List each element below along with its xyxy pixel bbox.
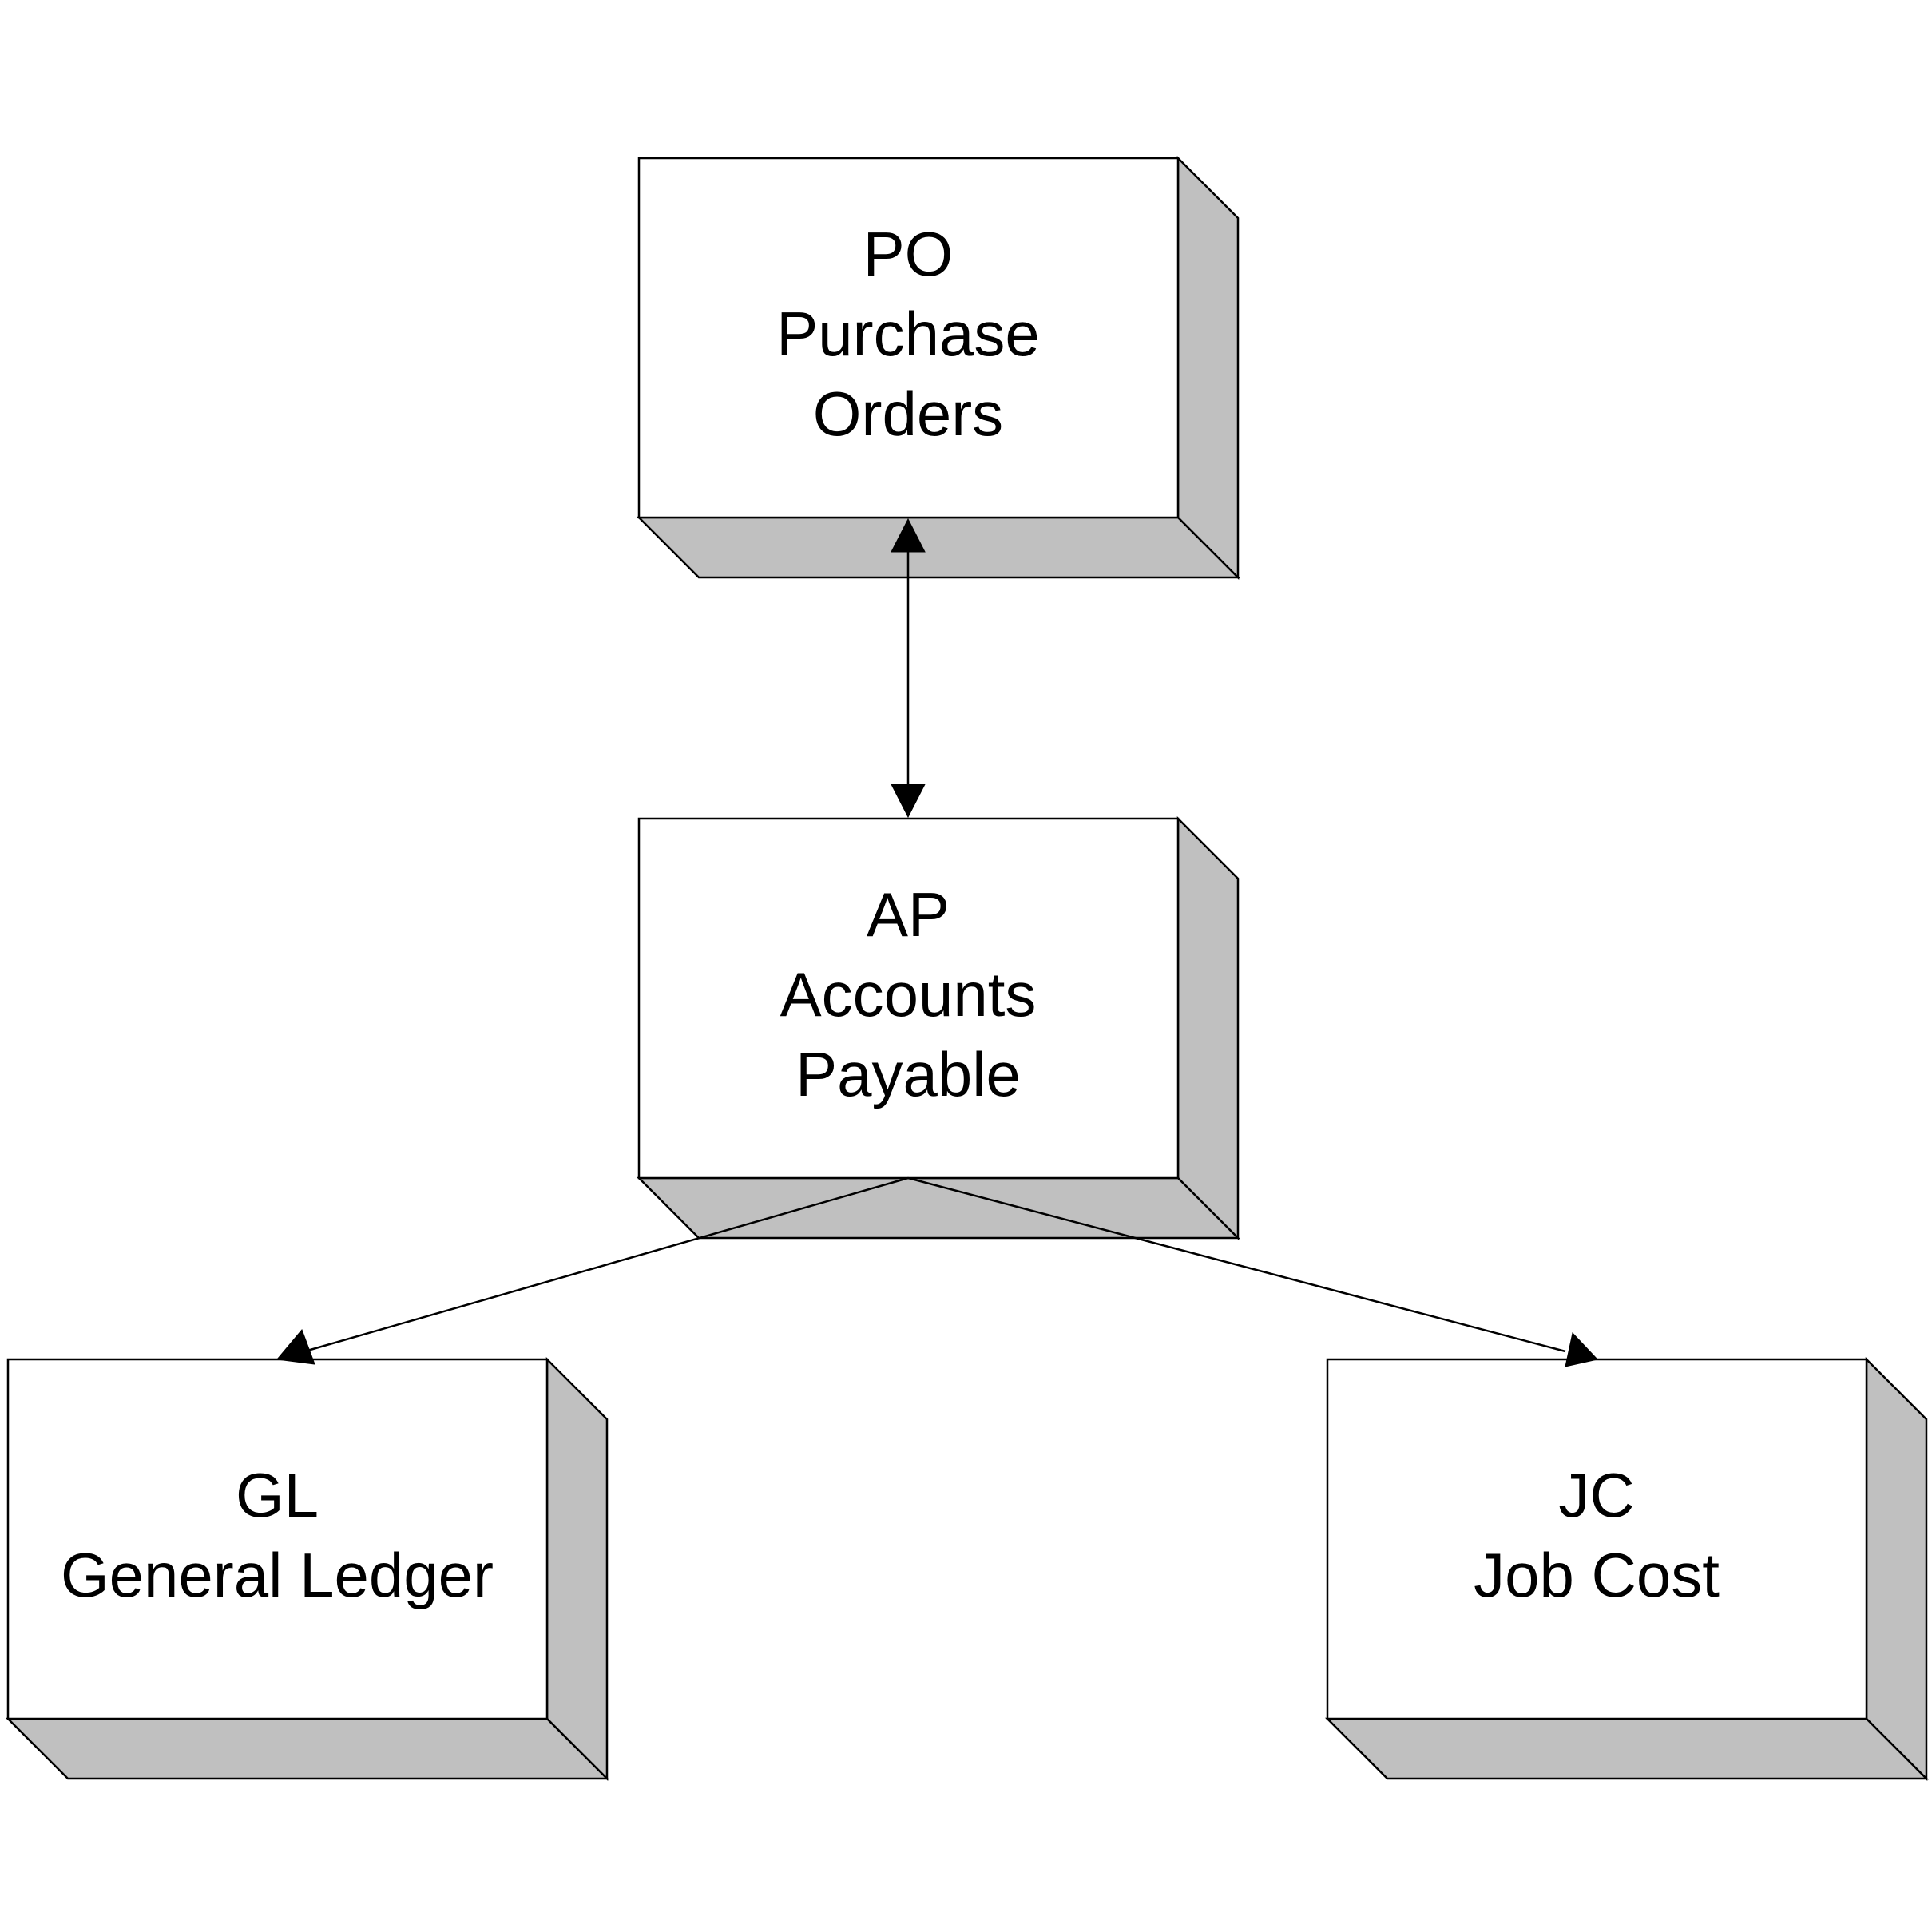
node-gl-side xyxy=(545,1356,609,1782)
edge-po-ap-arrowhead-up xyxy=(891,518,926,553)
edge-ap-gl-arrowhead xyxy=(276,1329,315,1365)
node-gl[interactable]: GL General Ledger xyxy=(5,1356,610,1782)
node-jc-bottom xyxy=(1324,1717,1930,1780)
edge-po-ap-arrowhead-down xyxy=(891,784,926,819)
node-gl-bottom xyxy=(5,1717,610,1780)
node-po[interactable]: PO Purchase Orders xyxy=(636,155,1241,581)
edge-ap-gl-line xyxy=(307,1176,909,1352)
node-jc-side xyxy=(1865,1356,1928,1782)
node-po-bottom xyxy=(636,516,1241,579)
node-gl-face xyxy=(6,1358,549,1720)
node-gl-line1: General Ledger xyxy=(61,1540,494,1610)
node-ap-line2: Payable xyxy=(795,1039,1021,1109)
node-jc-face xyxy=(1326,1358,1868,1720)
edge-ap-gl xyxy=(276,1176,909,1365)
node-ap[interactable]: AP Accounts Payable xyxy=(636,815,1241,1241)
node-ap-side xyxy=(1176,815,1240,1241)
edge-po-ap xyxy=(891,518,926,819)
node-po-side xyxy=(1176,155,1240,581)
node-po-line2: Orders xyxy=(813,379,1003,449)
edge-ap-jc-line xyxy=(907,1176,1566,1353)
node-jc-line1: Job Cost xyxy=(1474,1540,1720,1610)
node-ap-line1: Accounts xyxy=(780,959,1037,1029)
node-ap-code: AP xyxy=(867,879,950,950)
node-po-code: PO xyxy=(863,219,954,289)
node-po-face xyxy=(637,157,1180,519)
node-po-line1: Purchase xyxy=(776,299,1040,369)
edge-ap-jc-arrowhead xyxy=(1565,1331,1598,1367)
node-gl-code: GL xyxy=(236,1460,319,1530)
node-jc[interactable]: JC Job Cost xyxy=(1324,1356,1930,1782)
node-jc-code: JC xyxy=(1558,1460,1634,1530)
edge-ap-jc xyxy=(907,1176,1598,1367)
